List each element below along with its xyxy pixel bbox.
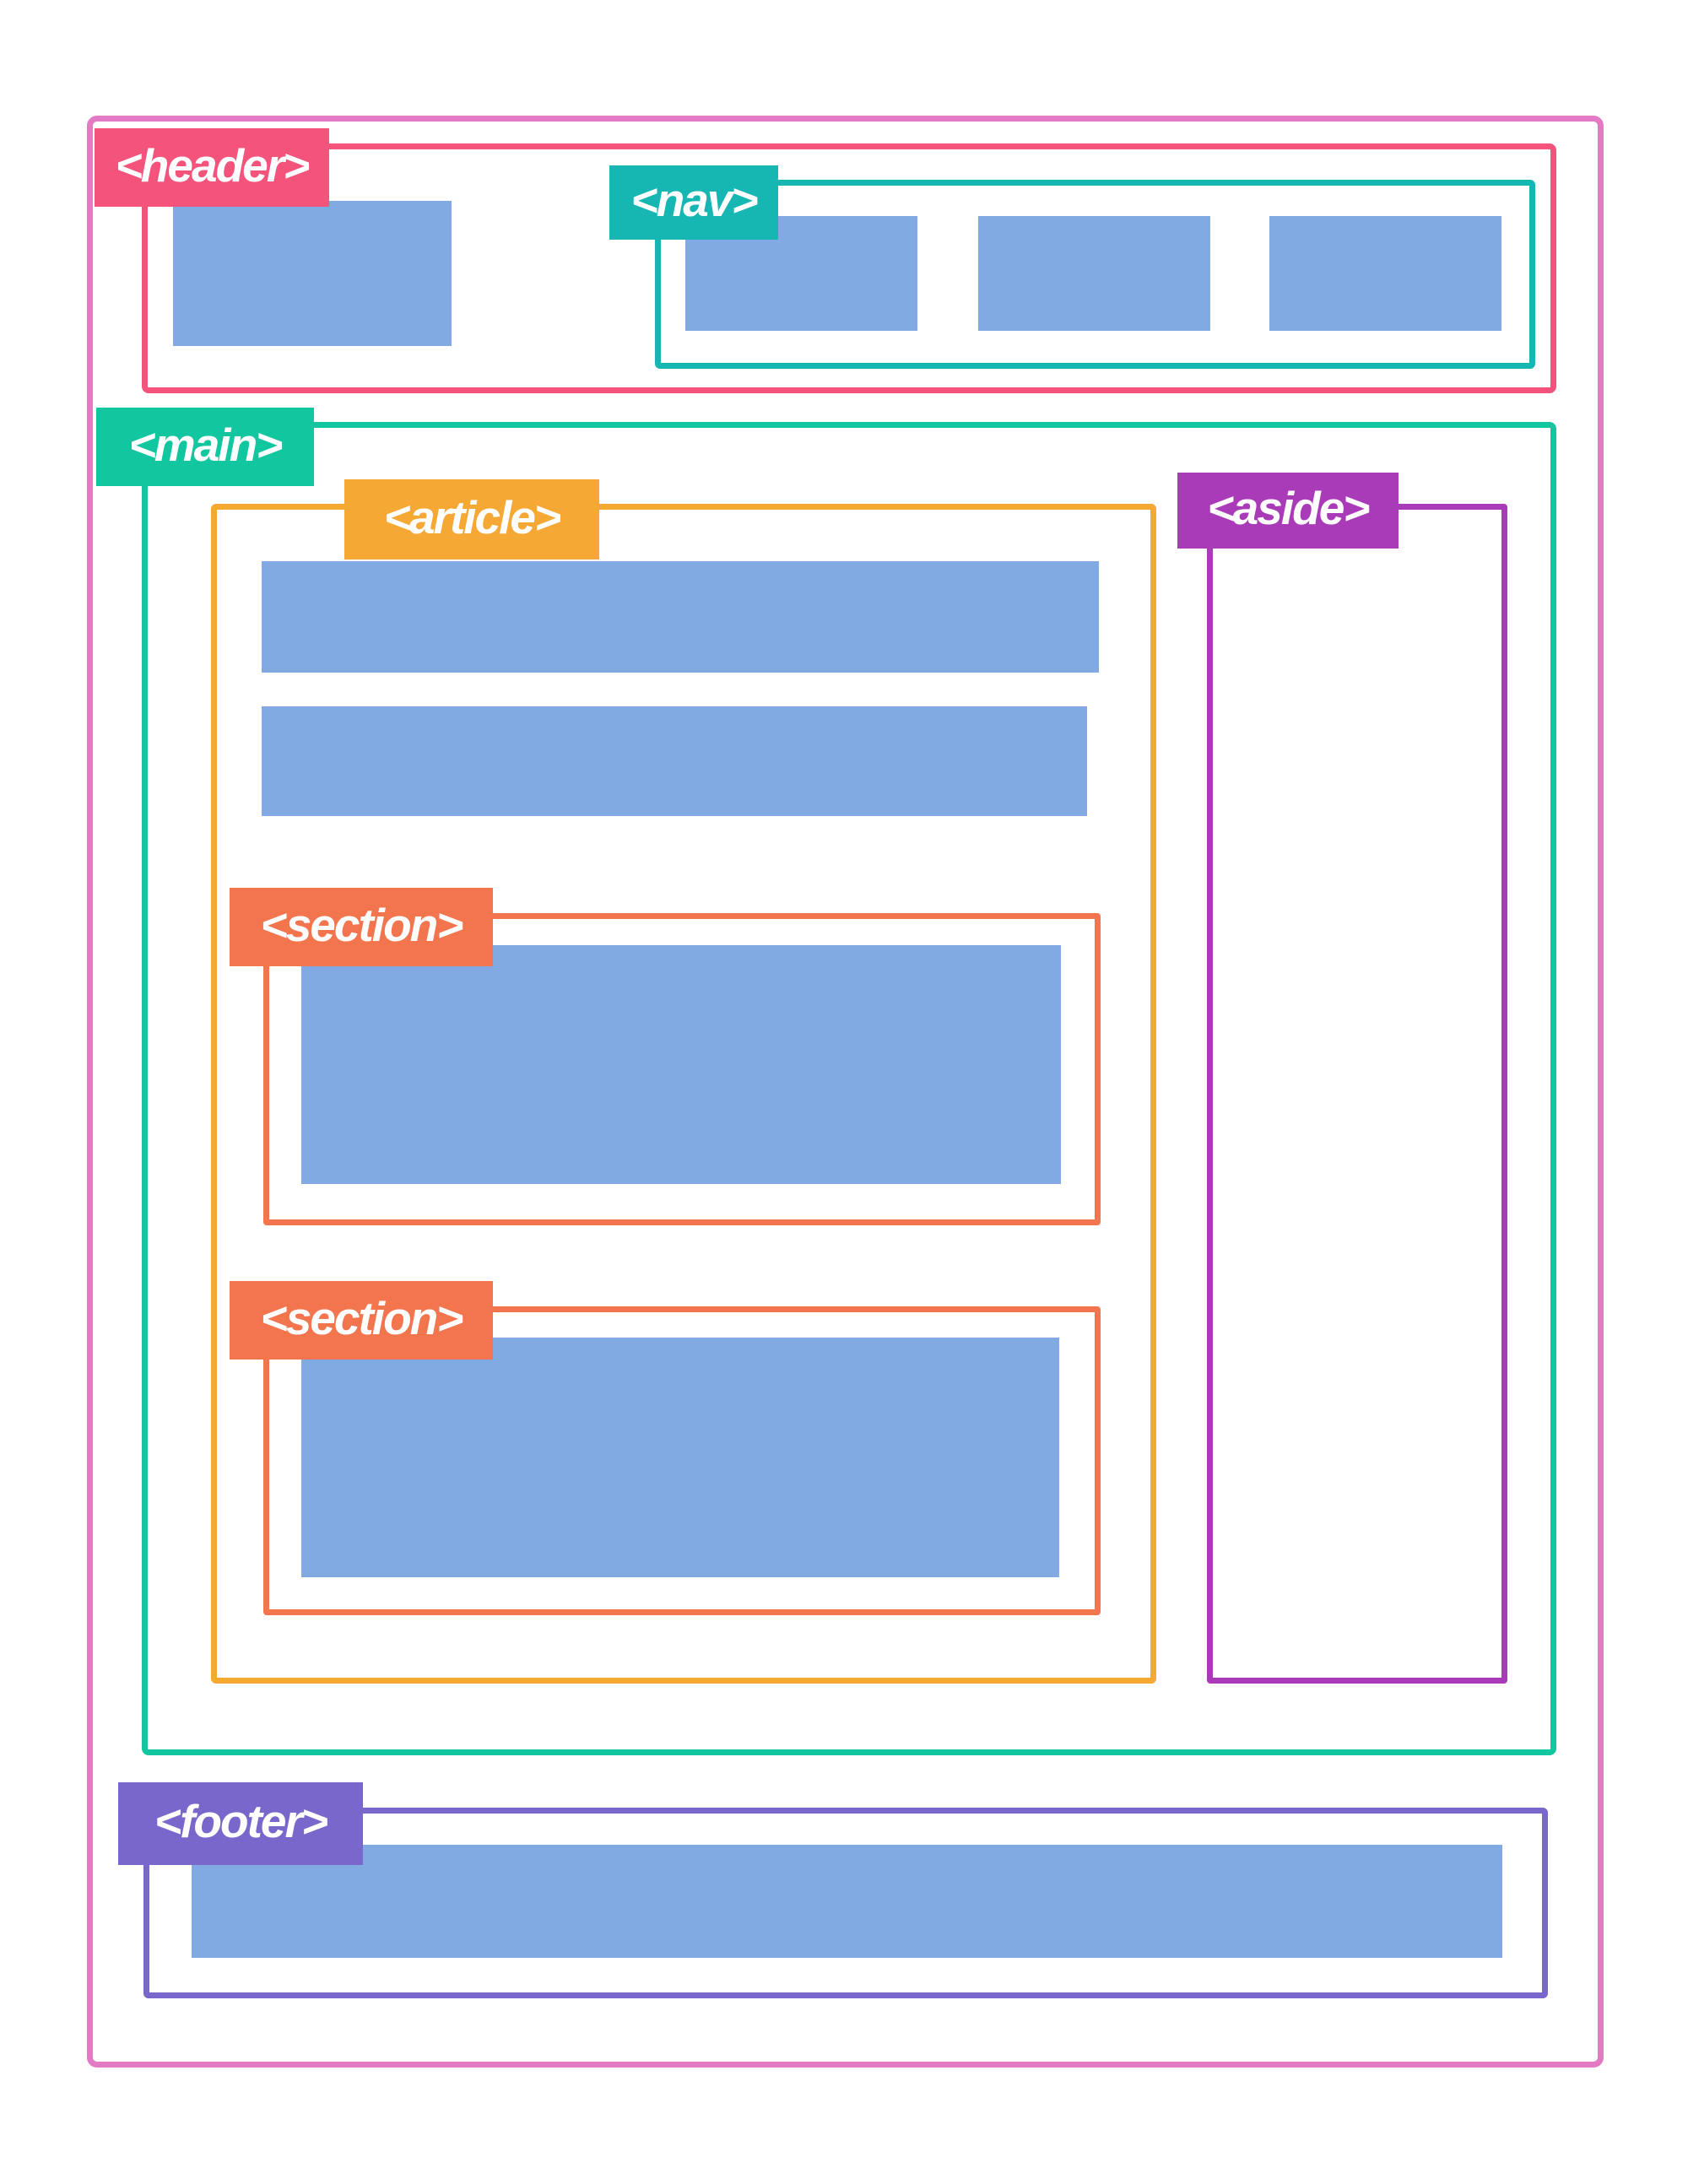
footer-tag-label: <footer> — [118, 1782, 363, 1865]
main-outline-box — [142, 422, 1556, 1755]
section-2-tag-label: <section> — [230, 1281, 493, 1360]
article-outline-box — [211, 504, 1156, 1684]
header-content-block — [173, 201, 452, 346]
aside-outline-box — [1207, 504, 1507, 1684]
article-text-block — [262, 706, 1087, 816]
nav-item-block — [1269, 216, 1501, 331]
nav-outline-box — [655, 180, 1535, 369]
page-outline-box — [87, 116, 1604, 2068]
header-outline-box — [142, 143, 1556, 393]
footer-content-block — [192, 1845, 1502, 1958]
section-2-content-block — [301, 1338, 1059, 1577]
main-tag-label: <main> — [96, 408, 314, 486]
section-1-content-block — [301, 945, 1061, 1184]
article-tag-label: <article> — [344, 479, 599, 560]
footer-outline-box — [143, 1808, 1548, 1998]
nav-tag-label: <nav> — [609, 165, 778, 240]
section-2-outline-box — [263, 1306, 1101, 1615]
article-text-block — [262, 561, 1099, 673]
aside-tag-label: <aside> — [1177, 473, 1399, 549]
section-1-outline-box — [263, 913, 1101, 1225]
nav-item-block — [978, 216, 1210, 331]
section-1-tag-label: <section> — [230, 888, 493, 966]
header-tag-label: <header> — [95, 128, 329, 207]
